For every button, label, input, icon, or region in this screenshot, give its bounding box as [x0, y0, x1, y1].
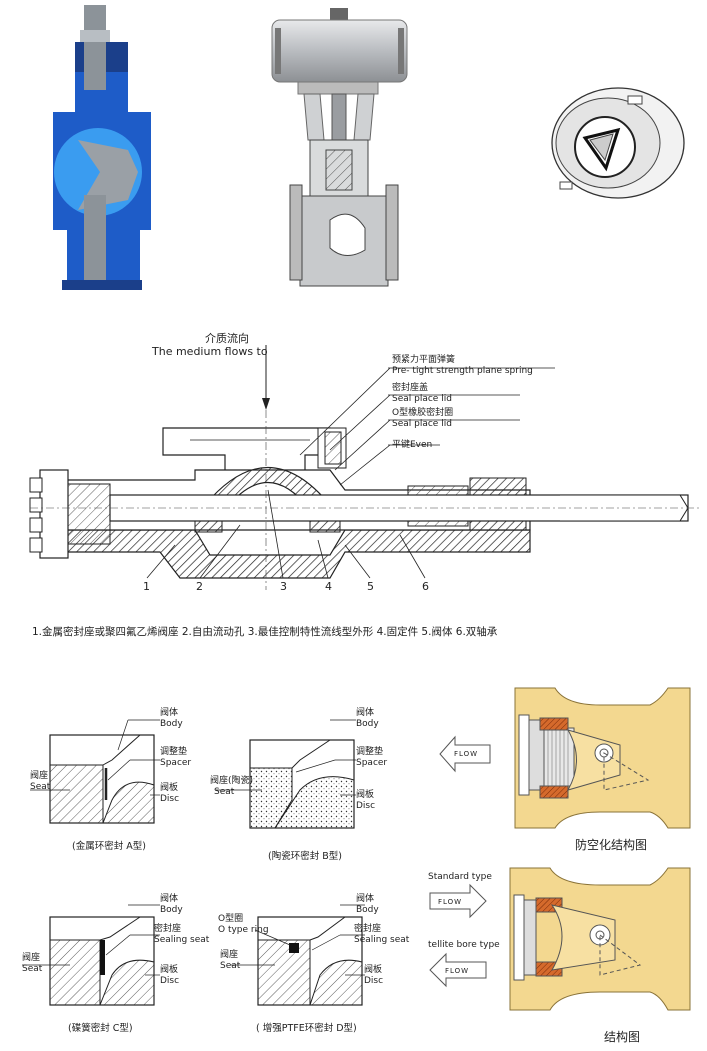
- part-number-3: 3: [280, 580, 287, 593]
- seal-lid-en: Seal place lid: [392, 394, 452, 404]
- c-sealseat-en: Sealing seat: [154, 935, 210, 945]
- anti-cavitation-structure: [514, 687, 691, 829]
- d-oring-zh: O型圈: [218, 914, 244, 924]
- seal-lid-zh: 密封座盖: [392, 383, 429, 393]
- seal-b-caption: (陶瓷环密封 B型): [268, 851, 342, 862]
- d-body-en: Body: [356, 905, 379, 915]
- medium-flow-zh: 介质流向: [205, 332, 249, 345]
- a-spacer-zh: 调整垫: [160, 747, 188, 757]
- seal-type-b: [215, 719, 356, 829]
- spring-en: Pre- tight strength plane spring: [392, 366, 533, 376]
- c-disc-zh: 阀板: [160, 965, 179, 975]
- blue-valve-cutaway: [53, 5, 151, 290]
- part-number-6: 6: [422, 580, 429, 593]
- c-disc-en: Disc: [160, 976, 180, 986]
- d-sealseat-en: Sealing seat: [354, 935, 410, 945]
- section-diagram: [29, 345, 700, 590]
- d-seat-zh: 阀座: [220, 950, 239, 960]
- d-sealseat-zh: 密封座: [354, 924, 382, 934]
- seal-d-caption: ( 增强PTFE环密封 D型): [256, 1023, 357, 1034]
- structure-title: 结构图: [604, 1030, 641, 1044]
- flow-label-2: FLOW: [438, 898, 463, 906]
- parts-legend: 1.金属密封座或聚四氟乙烯阀座 2.自由流动孔 3.最佳控制特性流线型外形 4.…: [32, 626, 498, 638]
- a-disc-zh: 阀板: [160, 783, 179, 793]
- b-disc-zh: 阀板: [356, 790, 375, 800]
- d-disc-en: Disc: [364, 976, 384, 986]
- medium-flow-en: The medium flows to: [152, 345, 268, 358]
- actuator-valve: [271, 8, 408, 287]
- seal-a-caption: (金属环密封 A型): [72, 841, 146, 852]
- d-oring-en: O type ring: [218, 925, 269, 935]
- b-spacer-en: Spacer: [356, 758, 388, 768]
- part-number-4: 4: [325, 580, 332, 593]
- stellite-type-label: tellite bore type: [428, 940, 500, 950]
- b-spacer-zh: 调整垫: [356, 747, 384, 757]
- b-body-en: Body: [356, 719, 379, 729]
- oring-zh: O型橡胶密封圈: [392, 408, 454, 418]
- key-label: 平键Even: [392, 440, 433, 450]
- standard-structure: [509, 867, 691, 1011]
- c-sealseat-zh: 密封座: [154, 924, 182, 934]
- part-number-1: 1: [143, 580, 150, 593]
- v-port-ball: [551, 87, 685, 199]
- c-body-en: Body: [160, 905, 183, 915]
- standard-type-label: Standard type: [428, 872, 492, 882]
- oring-en: Seal place lid: [392, 419, 452, 429]
- c-seat-zh: 阀座: [22, 953, 41, 963]
- b-seat-en: Seat: [214, 787, 235, 797]
- seal-type-d: [230, 904, 365, 1006]
- seal-type-a: [30, 719, 160, 824]
- a-body-zh: 阀体: [160, 708, 179, 718]
- b-seat-zh: 阀座(陶瓷): [210, 776, 254, 786]
- spring-zh: 预紧力平面弹簧: [392, 355, 456, 365]
- d-body-zh: 阀体: [356, 894, 375, 904]
- c-seat-en: Seat: [22, 964, 43, 974]
- a-disc-en: Disc: [160, 794, 180, 804]
- part-number-2: 2: [196, 580, 203, 593]
- a-spacer-en: Spacer: [160, 758, 192, 768]
- seal-c-caption: (碟簧密封 C型): [68, 1023, 133, 1034]
- b-body-zh: 阀体: [356, 708, 375, 718]
- flow-arrows: [429, 735, 491, 988]
- flow-label-1: FLOW: [454, 750, 479, 758]
- flow-label-3: FLOW: [445, 967, 470, 975]
- part-number-5: 5: [367, 580, 374, 593]
- a-seat-en: Seat: [30, 782, 51, 792]
- a-seat-zh: 阀座: [30, 771, 49, 781]
- b-disc-en: Disc: [356, 801, 376, 811]
- seal-type-c: [22, 904, 160, 1006]
- a-body-en: Body: [160, 719, 183, 729]
- anti-cavitation-title: 防空化结构图: [575, 838, 648, 852]
- d-seat-en: Seat: [220, 961, 241, 971]
- d-disc-zh: 阀板: [364, 965, 383, 975]
- c-body-zh: 阀体: [160, 894, 179, 904]
